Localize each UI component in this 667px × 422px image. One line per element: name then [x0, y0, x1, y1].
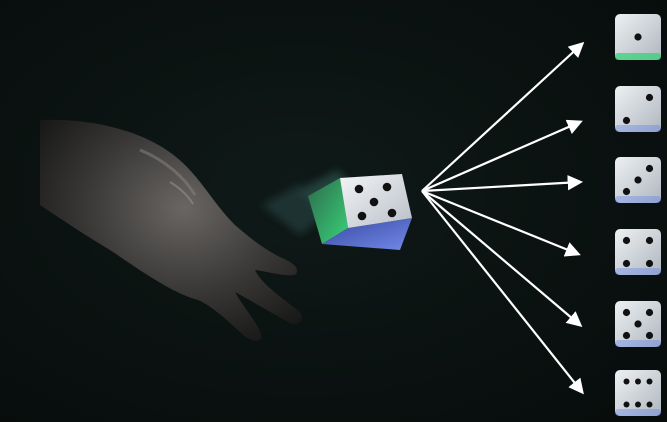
pip — [647, 402, 653, 408]
outcome-arrow-5 — [422, 191, 580, 325]
pip — [646, 332, 653, 339]
outcome-arrows — [422, 44, 582, 392]
pip — [623, 117, 630, 124]
pip — [635, 402, 641, 408]
outcome-arrow-6 — [422, 191, 582, 392]
pip — [623, 188, 630, 195]
outcome-die-1 — [615, 14, 661, 60]
outcome-arrow-1 — [422, 44, 582, 191]
outcome-die-3 — [615, 157, 661, 203]
outcome-die-2 — [615, 86, 661, 132]
outcome-dice-column — [615, 14, 661, 416]
pip — [646, 260, 653, 267]
outcome-die-5 — [615, 301, 661, 347]
pip — [624, 379, 630, 385]
pip — [646, 165, 653, 172]
pip — [624, 402, 630, 408]
pip — [623, 260, 630, 267]
hand-illustration — [40, 120, 302, 341]
outcome-arrow-3 — [422, 182, 580, 191]
pip — [623, 332, 630, 339]
outcome-die-6 — [615, 370, 661, 416]
pip — [635, 379, 641, 385]
pip — [646, 94, 653, 101]
outcome-die-4 — [615, 229, 661, 275]
pip — [634, 320, 641, 327]
pip — [634, 176, 641, 183]
pip — [647, 379, 653, 385]
pip — [646, 237, 653, 244]
pip — [623, 237, 630, 244]
outcome-arrow-4 — [422, 191, 578, 254]
pip — [623, 309, 630, 316]
outcome-arrow-2 — [422, 122, 580, 191]
pip — [646, 309, 653, 316]
pip — [634, 33, 641, 40]
